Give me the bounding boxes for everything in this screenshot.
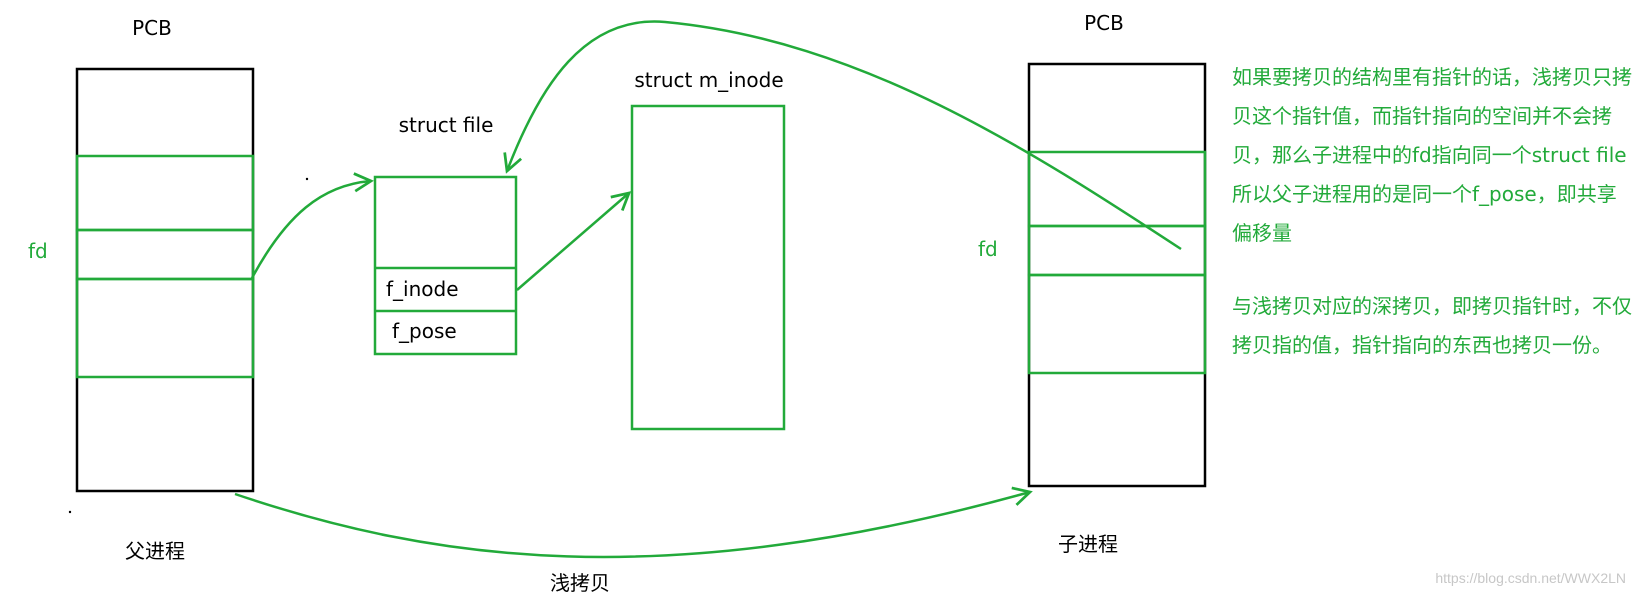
parent-pcb-label: PCB (132, 16, 172, 40)
shallow-copy-label: 浅拷贝 (550, 571, 610, 595)
struct-file-box (373, 175, 518, 356)
stray-dot (305, 177, 309, 181)
f-pose-field: f_pose (392, 319, 457, 343)
arrow-child-fd-to-file (503, 20, 1182, 251)
arrow-inode-to-m-inode (516, 191, 632, 291)
parent-pcb: PCB fd 父进程 (28, 16, 255, 563)
child-caption: 子进程 (1058, 532, 1118, 556)
struct-m-inode: struct m_inode (630, 68, 786, 431)
m-inode-box (630, 104, 786, 431)
struct-file: struct file f_inode f_pose (373, 113, 518, 356)
parent-fd-slot (75, 228, 255, 281)
child-pcb: PCB fd 子进程 (978, 11, 1207, 556)
parent-fd-label: fd (28, 239, 48, 263)
watermark: https://blog.csdn.net/WWX2LN (1435, 570, 1626, 586)
shallow-copy-note: 如果要拷贝的结构里有指针的话，浅拷贝只拷贝这个指针值，而指针指向的空间并不会拷贝… (1232, 65, 1632, 245)
child-pcb-label: PCB (1084, 11, 1124, 35)
child-fd-label: fd (978, 237, 998, 261)
arrow-parent-fd-to-file (250, 172, 374, 279)
arrow-shallow-copy (234, 486, 1033, 559)
struct-file-title: struct file (399, 113, 494, 137)
m-inode-title: struct m_inode (634, 68, 783, 92)
deep-copy-note: 与浅拷贝对应的深拷贝，即拷贝指针时，不仅拷贝指的值，指针指向的东西也拷贝一份。 (1232, 294, 1632, 357)
child-fd-slot (1027, 224, 1207, 277)
parent-caption: 父进程 (125, 539, 185, 563)
child-pcb-slot-3 (1027, 273, 1207, 375)
parent-pcb-slot-1 (75, 154, 255, 232)
f-inode-field: f_inode (386, 277, 459, 301)
child-pcb-slot-1 (1027, 150, 1207, 228)
parent-pcb-slot-3 (75, 277, 255, 379)
stray-dot (68, 510, 72, 514)
